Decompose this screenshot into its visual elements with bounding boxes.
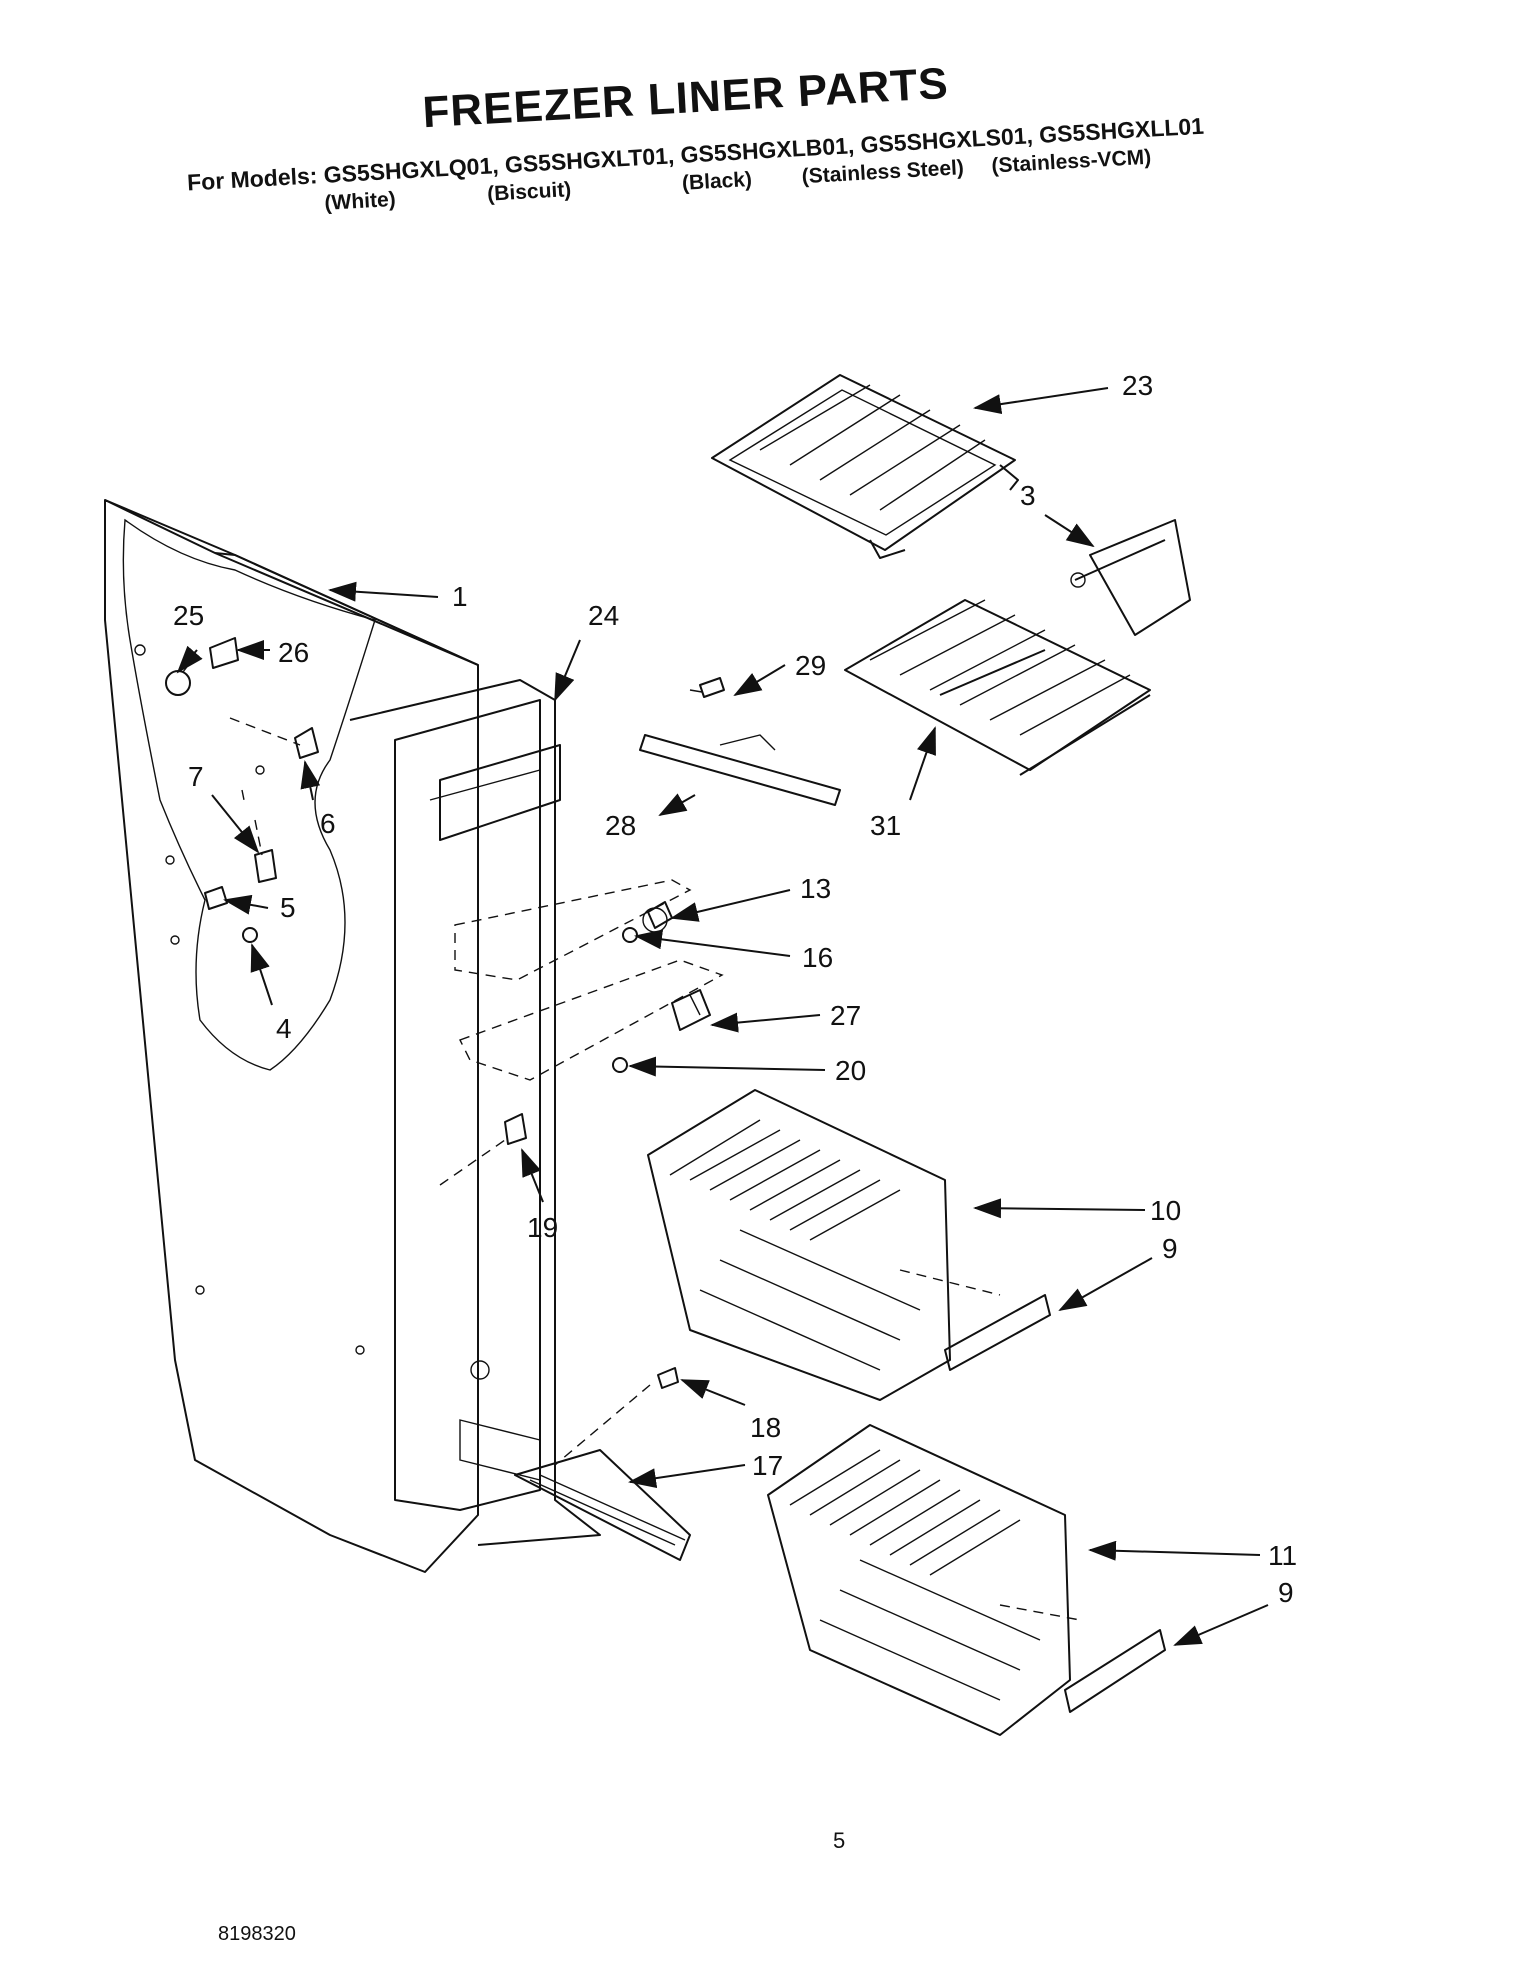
callout-19: 19 — [527, 1212, 558, 1243]
callout-28: 28 — [605, 810, 636, 841]
screw-4 — [242, 927, 258, 943]
callout-17: 17 — [752, 1450, 783, 1481]
grille-17 — [514, 1449, 691, 1561]
screw-20 — [612, 1057, 628, 1073]
lower-basket — [767, 1424, 1071, 1736]
page-number: 5 — [833, 1828, 846, 1853]
callout-4: 4 — [276, 1013, 292, 1044]
page-title: FREEZER LINER PARTS — [421, 58, 950, 138]
light-socket — [209, 637, 239, 669]
basket-trim-9b — [1064, 1629, 1166, 1713]
screw-18 — [657, 1367, 679, 1389]
switch-19 — [504, 1113, 527, 1145]
callout-5: 5 — [280, 892, 296, 923]
shelf-hanger — [1070, 519, 1191, 636]
callout-25: 25 — [173, 600, 204, 631]
callout-31: 31 — [870, 810, 901, 841]
callout-18: 18 — [750, 1412, 781, 1443]
callout-3: 3 — [1020, 480, 1036, 511]
callout-26: 26 — [278, 637, 309, 668]
callout-9-lower: 9 — [1278, 1577, 1294, 1608]
screw-5 — [204, 886, 228, 910]
finish-white: (White) — [323, 187, 397, 215]
callout-16: 16 — [802, 942, 833, 973]
shelf-bracket — [639, 734, 841, 806]
callout-23: 23 — [1122, 370, 1153, 401]
upper-basket — [647, 1089, 951, 1401]
callout-10: 10 — [1150, 1195, 1181, 1226]
callout-9-upper: 9 — [1162, 1233, 1178, 1264]
callout-24: 24 — [588, 600, 619, 631]
freezer-liner — [104, 499, 601, 1573]
top-shelf — [711, 374, 1019, 559]
callout-arrows — [176, 387, 1269, 1646]
callout-7: 7 — [188, 761, 204, 792]
document-number: 8198320 — [218, 1923, 296, 1945]
callout-13: 13 — [800, 873, 831, 904]
damper-27 — [671, 989, 711, 1031]
finish-black: (Black) — [681, 167, 753, 195]
callout-27: 27 — [830, 1000, 861, 1031]
callout-labels: 1 23 3 24 25 26 6 7 5 4 29 28 31 13 16 2… — [173, 370, 1297, 1608]
clip-6 — [294, 727, 319, 759]
finish-stainless-steel: (Stainless Steel) — [801, 156, 965, 189]
screw-16 — [622, 927, 638, 943]
callout-11: 11 — [1268, 1540, 1297, 1571]
light-bulb — [165, 654, 197, 696]
callout-1: 1 — [452, 581, 468, 612]
finish-biscuit: (Biscuit) — [486, 178, 572, 206]
callout-6: 6 — [320, 808, 336, 839]
callout-20: 20 — [835, 1055, 866, 1086]
basket-trim-9a — [944, 1294, 1051, 1371]
callout-29: 29 — [795, 650, 826, 681]
finish-stainless-vcm: (Stainless-VCM) — [990, 145, 1152, 178]
bracket-7 — [254, 849, 277, 883]
screw-29 — [689, 677, 725, 698]
top-vent-panel — [429, 744, 561, 841]
wire-shelf — [844, 599, 1151, 776]
